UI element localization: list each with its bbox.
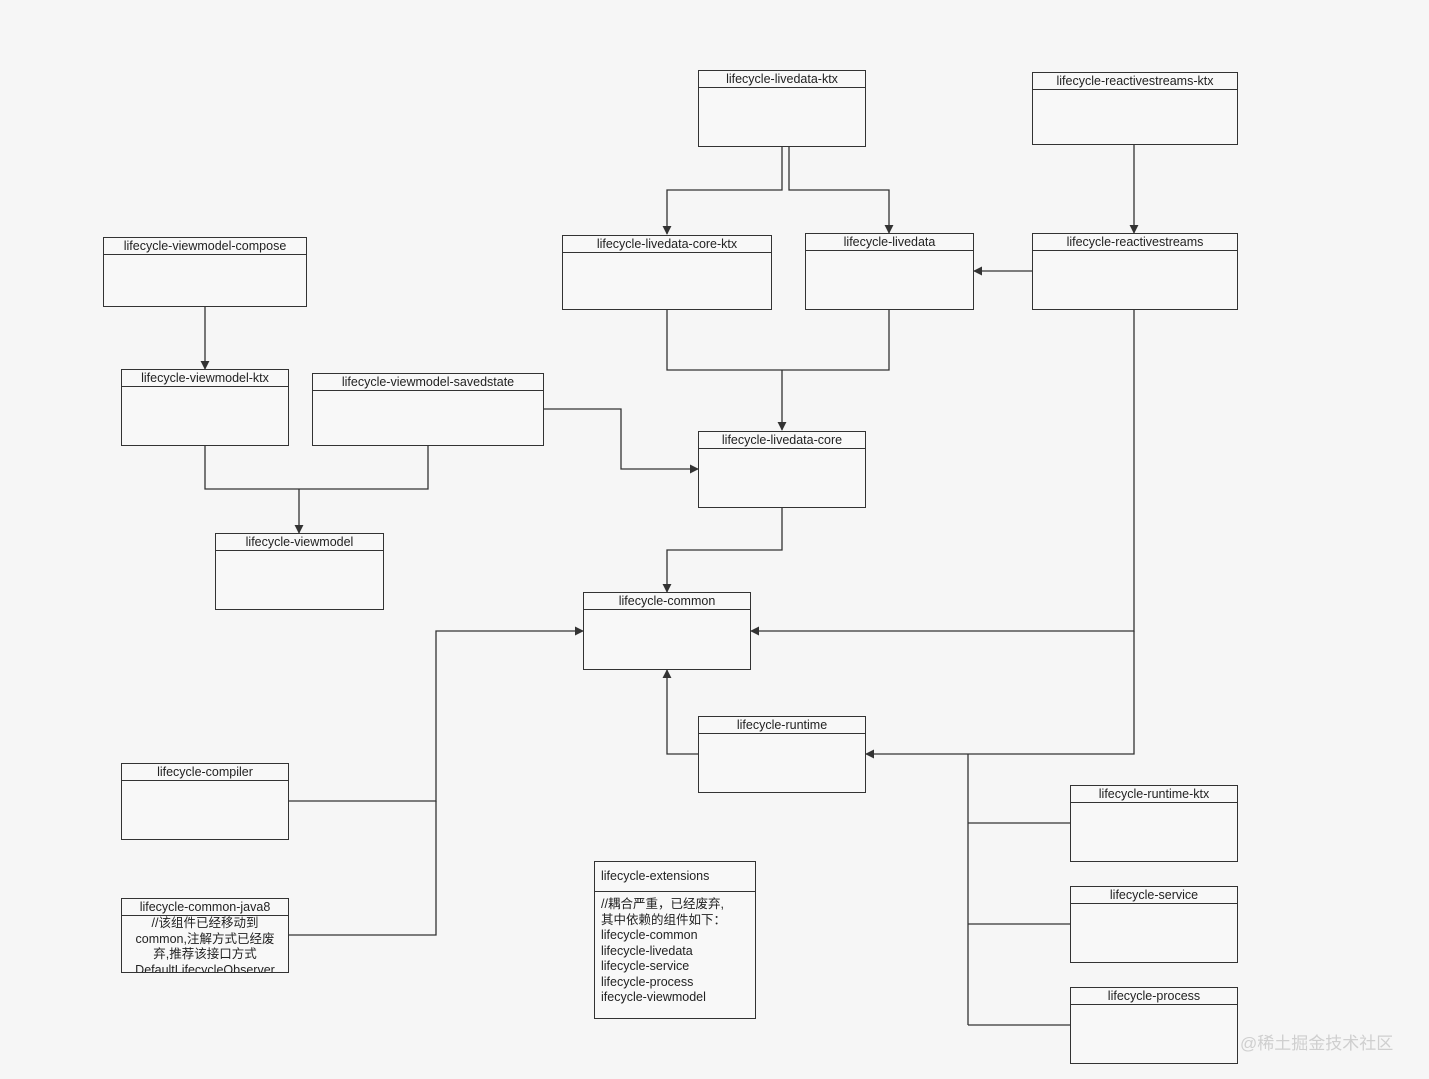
edge-livedata-ktx-to-livedata: [788, 147, 894, 234]
node-title: lifecycle-viewmodel-ktx: [122, 370, 288, 387]
edge-livedata-core-ktx-merge: [666, 310, 890, 371]
node-lifecycle-common-java8[interactable]: lifecycle-common-java8 //该组件已经移动到 common…: [121, 898, 289, 973]
node-title: lifecycle-livedata: [806, 234, 973, 251]
node-title: lifecycle-reactivestreams: [1033, 234, 1237, 251]
edge-common-java8-to-common: [289, 801, 437, 936]
node-lifecycle-livedata-ktx[interactable]: lifecycle-livedata-ktx: [698, 70, 866, 147]
node-title: lifecycle-common: [584, 593, 750, 610]
node-title: lifecycle-extensions: [595, 862, 755, 892]
node-lifecycle-viewmodel-savedstate[interactable]: lifecycle-viewmodel-savedstate: [312, 373, 544, 446]
node-note: //耦合严重，已经废弃, 其中依赖的组件如下： lifecycle-common…: [595, 892, 755, 1006]
note-line: //该组件已经移动到: [151, 916, 259, 930]
watermark: @稀土掘金技术社区: [1240, 1034, 1394, 1053]
node-lifecycle-compiler[interactable]: lifecycle-compiler: [121, 763, 289, 840]
node-title: lifecycle-viewmodel-savedstate: [313, 374, 543, 391]
node-lifecycle-service[interactable]: lifecycle-service: [1070, 886, 1238, 963]
node-title: lifecycle-compiler: [122, 764, 288, 781]
node-lifecycle-livedata-core-ktx[interactable]: lifecycle-livedata-core-ktx: [562, 235, 772, 310]
node-lifecycle-viewmodel-ktx[interactable]: lifecycle-viewmodel-ktx: [121, 369, 289, 446]
node-title: lifecycle-process: [1071, 988, 1237, 1005]
node-lifecycle-extensions[interactable]: lifecycle-extensions //耦合严重，已经废弃, 其中依赖的组…: [594, 861, 756, 1019]
edge-reactivestreams-to-runtime: [865, 631, 1135, 759]
node-title: lifecycle-common-java8: [122, 899, 288, 916]
note-line: lifecycle-common: [601, 928, 698, 942]
edge-savedstate-to-livedata-core: [543, 408, 699, 474]
note-line: DefaultLifecycleObserver: [135, 962, 275, 973]
node-title: lifecycle-livedata-ktx: [699, 71, 865, 88]
node-title: lifecycle-service: [1071, 887, 1237, 904]
node-title: lifecycle-viewmodel: [216, 534, 383, 551]
node-lifecycle-reactivestreams[interactable]: lifecycle-reactivestreams: [1032, 233, 1238, 310]
node-title: lifecycle-viewmodel-compose: [104, 238, 306, 255]
node-title: lifecycle-livedata-core-ktx: [563, 236, 771, 253]
node-title: lifecycle-runtime-ktx: [1071, 786, 1237, 803]
note-line: lifecycle-service: [601, 959, 690, 973]
node-lifecycle-common[interactable]: lifecycle-common: [583, 592, 751, 670]
node-lifecycle-runtime-ktx[interactable]: lifecycle-runtime-ktx: [1070, 785, 1238, 862]
node-title: lifecycle-livedata-core: [699, 432, 865, 449]
note-line: //耦合严重，已经废弃,: [601, 897, 724, 911]
node-lifecycle-runtime[interactable]: lifecycle-runtime: [698, 716, 866, 793]
node-lifecycle-livedata-core[interactable]: lifecycle-livedata-core: [698, 431, 866, 508]
note-line: ifecycle-viewmodel: [601, 990, 706, 1004]
note-line: lifecycle-livedata: [601, 943, 693, 958]
node-title: lifecycle-reactivestreams-ktx: [1033, 73, 1237, 90]
node-note: //该组件已经移动到 common,注解方式已经废 弃,推荐该接口方式 Defa…: [122, 916, 288, 973]
edge-runtime-to-common: [662, 669, 698, 755]
node-lifecycle-process[interactable]: lifecycle-process: [1070, 987, 1238, 1064]
edge-viewmodel-ktx-merge: [204, 446, 429, 490]
node-title: lifecycle-runtime: [699, 717, 865, 734]
edge-livedata-ktx-to-livedata-core-ktx: [662, 147, 783, 235]
note-line: common,注解方式已经废: [135, 931, 275, 946]
node-lifecycle-reactivestreams-ktx[interactable]: lifecycle-reactivestreams-ktx: [1032, 72, 1238, 145]
note-line: 弃,推荐该接口方式: [153, 947, 257, 961]
edge-livedata-core-to-common: [662, 508, 783, 593]
node-lifecycle-viewmodel[interactable]: lifecycle-viewmodel: [215, 533, 384, 610]
note-line: lifecycle-process: [601, 974, 694, 989]
note-line: 其中依赖的组件如下：: [601, 912, 727, 927]
node-lifecycle-livedata[interactable]: lifecycle-livedata: [805, 233, 974, 310]
edge-compiler-to-common: [289, 626, 584, 802]
node-lifecycle-viewmodel-compose[interactable]: lifecycle-viewmodel-compose: [103, 237, 307, 307]
